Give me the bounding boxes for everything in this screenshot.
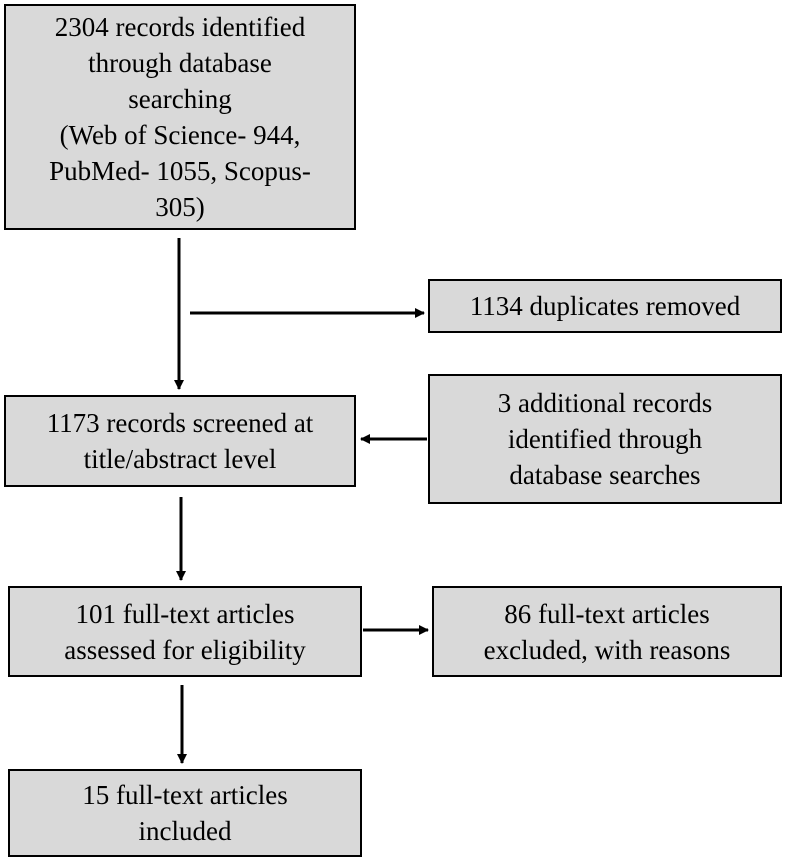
full-text-included-text: 15 full-text articles included bbox=[82, 777, 287, 849]
text-line: 1134 duplicates removed bbox=[469, 291, 741, 321]
full-text-assessed-box: 101 full-text articles assessed for elig… bbox=[8, 586, 362, 677]
text-line: PubMed- 1055, Scopus- bbox=[49, 156, 311, 186]
additional-records-text: 3 additional records identified through … bbox=[498, 385, 712, 493]
text-line: 3 additional records bbox=[497, 388, 713, 418]
text-line: 1173 records screened at bbox=[46, 408, 314, 438]
text-line: title/abstract level bbox=[83, 444, 277, 474]
records-identified-text: 2304 records identified through database… bbox=[49, 9, 311, 225]
additional-records-box: 3 additional records identified through … bbox=[428, 374, 782, 504]
text-line: 305) bbox=[155, 192, 205, 222]
text-line: 2304 records identified bbox=[54, 12, 306, 42]
text-line: database searches bbox=[509, 460, 701, 490]
text-line: included bbox=[138, 816, 232, 846]
full-text-excluded-text: 86 full-text articles excluded, with rea… bbox=[484, 596, 731, 668]
full-text-assessed-text: 101 full-text articles assessed for elig… bbox=[64, 596, 305, 668]
text-line: 15 full-text articles bbox=[82, 780, 288, 810]
full-text-excluded-box: 86 full-text articles excluded, with rea… bbox=[432, 586, 782, 677]
records-identified-box: 2304 records identified through database… bbox=[4, 4, 356, 230]
full-text-included-box: 15 full-text articles included bbox=[8, 769, 362, 857]
records-screened-box: 1173 records screened at title/abstract … bbox=[4, 395, 356, 487]
duplicates-removed-text: 1134 duplicates removed bbox=[470, 288, 740, 324]
text-line: 86 full-text articles bbox=[504, 598, 710, 629]
text-line: excluded, with reasons bbox=[483, 634, 731, 665]
text-line: 101 full-text articles bbox=[75, 598, 295, 629]
text-line: searching bbox=[128, 84, 232, 114]
text-line: through database bbox=[88, 48, 272, 78]
records-screened-text: 1173 records screened at title/abstract … bbox=[47, 405, 314, 477]
text-line: identified through bbox=[507, 424, 703, 454]
text-line: assessed for eligibility bbox=[64, 634, 306, 665]
text-line: (Web of Science- 944, bbox=[59, 120, 301, 150]
duplicates-removed-box: 1134 duplicates removed bbox=[428, 279, 782, 333]
